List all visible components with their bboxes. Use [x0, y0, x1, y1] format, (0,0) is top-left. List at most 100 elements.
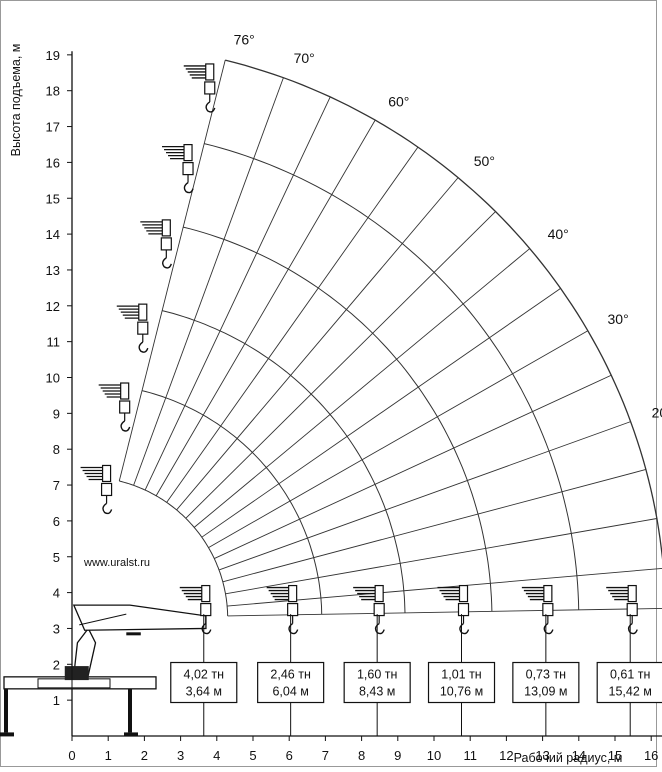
boom-arc — [204, 143, 580, 610]
load-box-frame — [170, 661, 238, 704]
watermark-url: www.uralst.ru — [83, 557, 150, 569]
hook-block — [373, 602, 385, 617]
head-sheave — [138, 303, 148, 321]
left-outrigger-pad — [0, 732, 14, 737]
x-tick-label: 6 — [286, 748, 293, 763]
y-tick-label: 17 — [46, 120, 60, 135]
load-box: 2,46 тн6,04 м — [257, 614, 325, 736]
boom-arc — [225, 59, 662, 560]
boom-head — [521, 584, 554, 635]
head-sheave — [201, 584, 211, 603]
y-tick-label: 10 — [46, 371, 60, 386]
load-box: 1,60 тн 8,43 м — [343, 614, 411, 736]
hook-block — [457, 602, 470, 617]
load-radius: 15,42 м — [609, 685, 652, 699]
hook-block — [200, 602, 212, 617]
y-tick-label: 5 — [53, 550, 60, 565]
x-tick-label: 9 — [394, 748, 401, 763]
angle-label: 20° — [652, 404, 662, 420]
head-sheave — [627, 584, 637, 603]
load-radius: 10,76 м — [440, 685, 483, 699]
load-boxes: 4,02 тн3,64 м2,46 тн6,04 м1,60 тн8,43 м1… — [170, 614, 662, 736]
boom-cylinder — [79, 613, 127, 626]
x-tick-label: 14 — [572, 748, 586, 763]
head-sheave — [543, 584, 553, 603]
angle-ray — [222, 469, 646, 583]
hook-block — [204, 81, 216, 95]
hook-block — [287, 602, 299, 617]
load-capacity: 1,01 тн — [441, 668, 482, 682]
x-tick-label: 12 — [499, 748, 513, 763]
load-radius: 3,64 м — [186, 685, 222, 699]
boom-head — [116, 303, 149, 353]
x-tick-label: 5 — [249, 748, 256, 763]
load-box: 1,01 тн 10,76 м — [427, 614, 496, 736]
boom-head — [183, 63, 216, 113]
angle-grid: 76°70°60°50°40°30°20°10°1° — [118, 32, 662, 617]
y-tick-label: 3 — [53, 621, 60, 636]
boom-horizontal — [72, 604, 207, 631]
x-tick-label: 11 — [463, 748, 477, 763]
angle-ray — [144, 96, 331, 491]
x-tick-label: 3 — [177, 748, 184, 763]
angle-label: 70° — [294, 50, 315, 66]
angle-ray — [176, 177, 459, 511]
load-box-frame — [427, 661, 496, 704]
boom-head — [437, 584, 470, 635]
angle-ray — [166, 146, 419, 503]
outrigger-housing — [37, 678, 111, 689]
y-tick-label: 9 — [53, 406, 60, 421]
boom-head — [80, 464, 113, 515]
hook-block — [137, 321, 149, 335]
head-sheave — [288, 584, 298, 603]
boom-arc — [119, 480, 229, 616]
load-capacity: 1,60 тн — [357, 668, 398, 682]
angle-ray — [133, 77, 284, 486]
hook-block — [542, 602, 554, 617]
y-tick-label: 18 — [46, 84, 60, 99]
right-outrigger-pad — [124, 732, 138, 737]
load-capacity: 0,73 тн — [526, 668, 567, 682]
y-tick-label: 2 — [53, 657, 60, 672]
boom-head — [140, 219, 172, 269]
boom-head — [98, 382, 131, 432]
load-radius: 6,04 м — [272, 685, 308, 699]
angle-ray — [208, 330, 589, 548]
hook-block — [100, 482, 113, 497]
crane-base — [0, 604, 207, 737]
y-tick-label: 6 — [53, 514, 60, 529]
angle-label: 50° — [474, 153, 495, 169]
x-tick-label: 13 — [535, 748, 549, 763]
angle-ray — [214, 374, 612, 559]
y-tick-label: 1 — [53, 693, 60, 708]
load-box: 4,02 тн 3,64 м — [170, 614, 238, 736]
hook-block — [119, 400, 131, 414]
angle-ray — [185, 211, 496, 519]
y-tick-label: 4 — [53, 586, 60, 601]
x-tick-label: 10 — [427, 748, 441, 763]
load-capacity: 4,02 тн — [184, 668, 225, 682]
head-sheave — [183, 144, 193, 162]
load-radius: 8,43 м — [359, 685, 395, 699]
head-sheave — [458, 584, 469, 603]
head-sheave — [374, 584, 384, 603]
boom-head — [266, 584, 299, 635]
head-sheave — [101, 464, 112, 483]
hook-block — [182, 162, 194, 176]
y-tick-label: 12 — [46, 299, 60, 314]
x-tick-label: 4 — [213, 748, 220, 763]
x-tick-label: 16 — [644, 748, 658, 763]
x-tick-label: 8 — [358, 748, 365, 763]
angle-ray — [118, 60, 226, 482]
y-tick-label: 19 — [46, 48, 60, 63]
boom-head — [353, 584, 385, 635]
angle-ray — [201, 288, 561, 538]
angle-ray — [227, 607, 662, 617]
x-tick-label: 0 — [68, 748, 75, 763]
boom-arc — [141, 390, 323, 615]
